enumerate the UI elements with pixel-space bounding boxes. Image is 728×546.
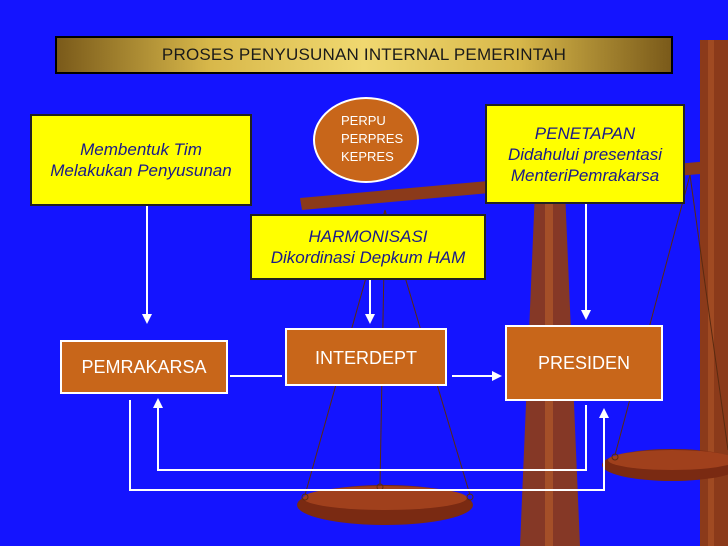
interdept-box: INTERDEPT	[285, 328, 447, 386]
penetapan-line-1: PENETAPAN	[534, 123, 636, 143]
perpu-line-1: PERPU	[341, 113, 386, 128]
scale-hook	[301, 493, 309, 501]
scale-right-stand-highlight	[708, 40, 714, 546]
membentuk-line-2: Melakukan Penyusunan	[50, 161, 232, 180]
interdept-label: INTERDEPT	[314, 348, 417, 368]
perpu-line-3: KEPRES	[341, 149, 394, 164]
presiden-box: PRESIDEN	[505, 325, 663, 401]
pemrakarsa-box: PEMRAKARSA	[60, 340, 228, 394]
loop-inner	[153, 398, 587, 471]
penetapan-box: PENETAPAN Didahului presentasi MenteriPe…	[485, 104, 685, 204]
scale-string	[689, 174, 728, 451]
membentuk-tim-box: Membentuk Tim Melakukan Penyusunan	[30, 114, 252, 206]
pemrakarsa-label: PEMRAKARSA	[81, 356, 207, 377]
harmonisasi-line-1: HARMONISASI	[308, 227, 428, 246]
scale-left-pan-top	[303, 486, 467, 510]
scale-right-pan-top	[608, 450, 728, 470]
penetapan-line-3: MenteriPemrakarsa	[510, 165, 660, 185]
perpu-line-2: PERPRES	[341, 131, 404, 146]
membentuk-line-1: Membentuk Tim	[80, 140, 202, 159]
perpu-oval: PERPU PERPRES KEPRES	[313, 97, 419, 183]
harmonisasi-box: HARMONISASI Dikordinasi Depkum HAM	[250, 214, 486, 280]
scale-string	[614, 174, 691, 456]
diagram-title: PROSES PENYUSUNAN INTERNAL PEMERINTAH	[161, 45, 567, 64]
presiden-label: PRESIDEN	[537, 352, 631, 373]
harmonisasi-line-2: Dikordinasi Depkum HAM	[270, 248, 466, 267]
title-bar: PROSES PENYUSUNAN INTERNAL PEMERINTAH	[55, 36, 673, 74]
loop-outer	[129, 400, 609, 491]
scale-hook	[466, 493, 474, 501]
penetapan-line-2: Didahului presentasi	[507, 144, 663, 164]
scale-hook	[611, 453, 619, 461]
